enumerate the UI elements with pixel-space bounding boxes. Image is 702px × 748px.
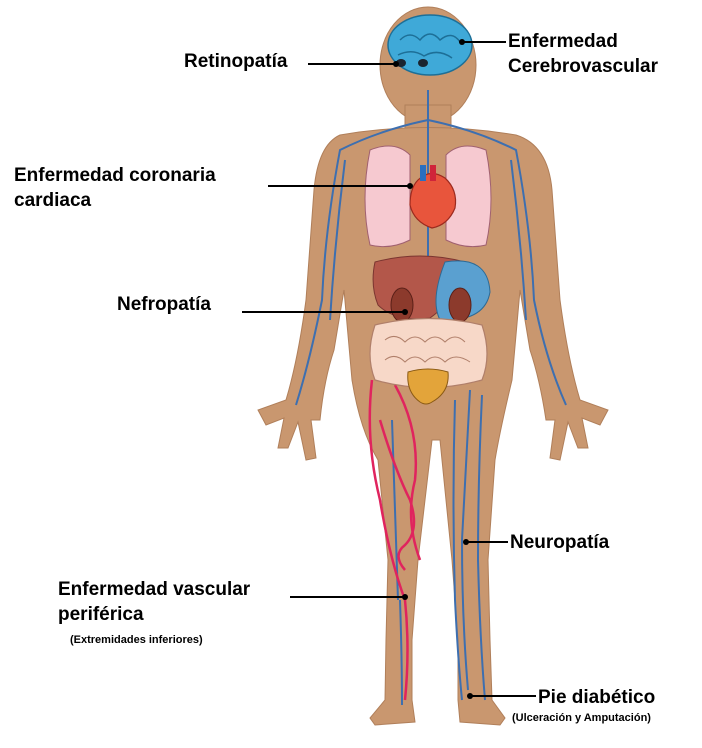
label-coronaria-line2: cardiaca [14,189,91,213]
label-neuropatia: Neuropatía [510,531,609,555]
label-retinopatia: Retinopatía [184,50,287,74]
label-vascular-line1: Enfermedad vascular [58,578,250,602]
label-coronaria-line1: Enfermedad coronaria [14,164,216,188]
label-vascular-note: (Extremidades inferiores) [70,633,203,647]
label-pie-note: (Ulceración y Amputación) [512,711,651,725]
label-vascular-line2: periférica [58,603,144,627]
label-nefropatia: Nefropatía [117,293,211,317]
label-pie-diabetico: Pie diabético [538,686,655,710]
label-cerebro-line1: Enfermedad [508,30,618,54]
label-cerebro-line2: Cerebrovascular [508,55,658,79]
